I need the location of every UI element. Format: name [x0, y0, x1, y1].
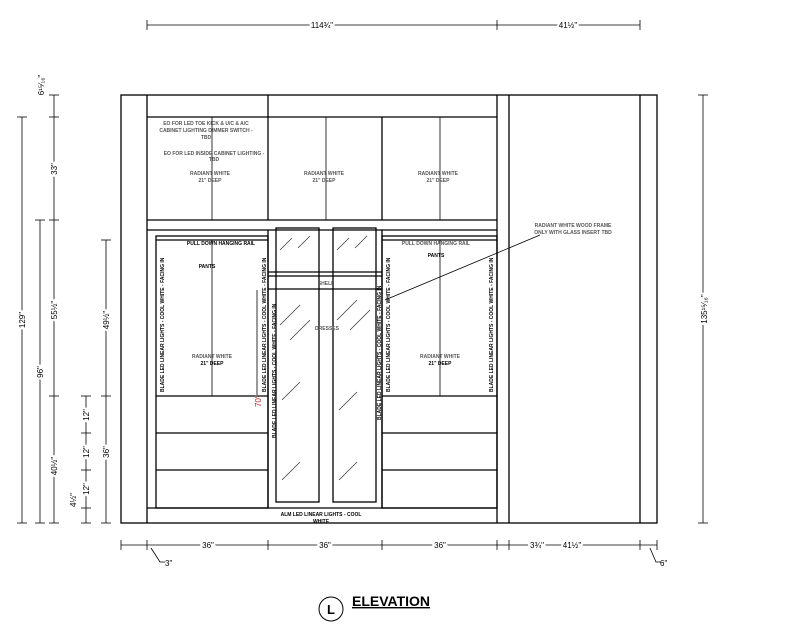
upper-cabinets [211, 117, 441, 220]
dim-left-49: 49½" [102, 311, 111, 330]
finish-label: RADIANT WHITE [190, 171, 231, 177]
depth-label: 21" DEEP [427, 178, 451, 184]
dim-left-4: 4½" [69, 493, 78, 507]
alm-note-2: WHITE [313, 519, 330, 525]
dim-top-right: 41½" [559, 21, 578, 30]
blade-light-label: BLADE LED LINEAR LIGHTS - COOL WHITE - F… [377, 285, 383, 420]
note-switch-3: TBD [201, 135, 212, 141]
shelf-label: SHELF [318, 281, 334, 287]
finish-label: RADIANT WHITE [304, 171, 345, 177]
blade-light-label: BLADE LED LINEAR LIGHTS - COOL WHITE - F… [386, 257, 392, 392]
rail-label: PULL DOWN HANGING RAIL [402, 241, 470, 247]
depth-label: 21" DEEP [429, 361, 453, 367]
dim-bottom-41: 41½" [563, 541, 582, 550]
note-switch-2: CABINET LIGHTING DIMMER SWITCH - [159, 128, 253, 134]
glass-doors [267, 227, 383, 508]
blade-light-label: BLADE LED LINEAR LIGHTS - COOL WHITE - F… [489, 257, 495, 392]
note-inside-2: TBD [209, 157, 220, 163]
dim-left-129: 129" [18, 312, 27, 328]
frame-note-1: RADIANT WHITE WOOD FRAME [535, 223, 612, 229]
note-inside-1: EO FOR LED INSIDE CABINET LIGHTING - [164, 151, 265, 157]
finish-label: RADIANT WHITE [418, 171, 459, 177]
dim-left-96: 96" [36, 366, 45, 378]
dim-left-33: 33" [50, 163, 59, 175]
view-marker-circle [318, 596, 344, 622]
dim-left-55: 55½" [50, 301, 59, 320]
dim-bottom-6: 6" [660, 559, 667, 568]
dim-top-width: 114¾" [311, 21, 333, 30]
dresses-label: DRESSES [315, 326, 340, 332]
pants-label: PANTS [428, 253, 445, 259]
dim-bottom-3: 3" [165, 559, 172, 568]
dim-bottom-36: 36" [202, 541, 214, 550]
dim-left-40: 40½" [50, 457, 59, 476]
depth-label: 21" DEEP [313, 178, 337, 184]
frame-note-2: ONLY WITH GLASS INSERT TBD [534, 230, 612, 236]
dim-left-12: 12" [82, 446, 91, 458]
dim-bottom-36: 36" [434, 541, 446, 550]
dimension-lines [17, 20, 708, 563]
dim-left-12: 12" [82, 409, 91, 421]
drawing-title: L ELEVATION [318, 593, 430, 622]
note-switch-1: EO FOR LED TOE KICK & U/C & A/C [163, 121, 249, 127]
dim-right-height: 135¹⁵⁄₁₆" [700, 294, 709, 324]
dim-left-36: 36" [102, 446, 111, 458]
dim-bottom-36: 36" [319, 541, 331, 550]
dim-left-top: 6¹⁵⁄₁₆" [37, 75, 46, 96]
blade-light-label: BLADE LED LINEAR LIGHTS - COOL WHITE - F… [160, 257, 166, 392]
dim-bottom-3-4: 3¾" [530, 541, 544, 550]
pants-label: PANTS [199, 264, 216, 270]
height-70-label: 70" [254, 395, 263, 407]
finish-label: RADIANT WHITE [420, 354, 461, 360]
depth-label: 21" DEEP [199, 178, 223, 184]
elevation-title: ELEVATION [352, 593, 430, 609]
left-wardrobe [155, 235, 269, 509]
notes: EO FOR LED TOE KICK & U/C & A/C CABINET … [159, 121, 612, 525]
depth-label: 21" DEEP [201, 361, 225, 367]
rail-label: PULL DOWN HANGING RAIL [187, 241, 255, 247]
dimension-labels: 114¾" 41½" 135¹⁵⁄₁₆" 129" 96" 6¹⁵⁄₁₆" 33… [16, 19, 711, 568]
view-marker: L [327, 602, 335, 617]
dim-left-12: 12" [82, 483, 91, 495]
blade-light-label: BLADE LED LINEAR LIGHTS - COOL WHITE - F… [262, 257, 268, 392]
blade-light-label: BLADE LED LINEAR LIGHTS - COOL WHITE - F… [272, 303, 278, 438]
alm-note-1: ALM LED LINEAR LIGHTS - COOL [281, 512, 362, 518]
finish-label: RADIANT WHITE [192, 354, 233, 360]
leader-line [384, 234, 541, 301]
